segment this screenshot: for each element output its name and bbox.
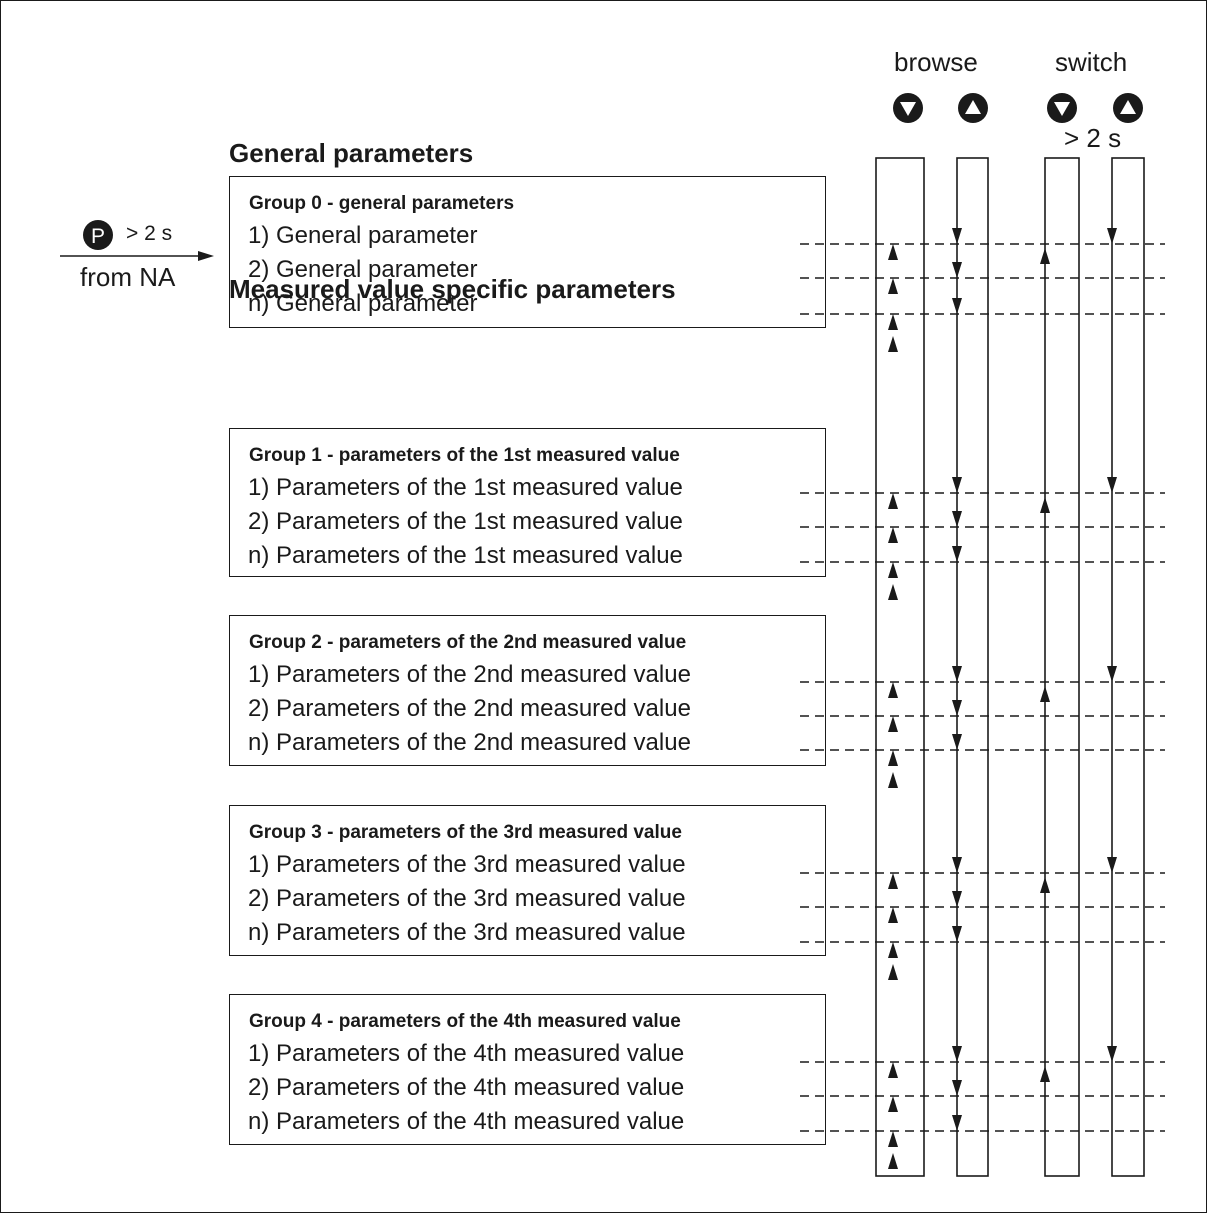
general-parameters-title: General parameters [229,138,474,168]
browse-up-arrow [888,314,898,330]
parameter-item[interactable]: 2) General parameter [248,256,478,283]
group-title-4: Group 4 - parameters of the 4th measured… [249,1011,681,1032]
browse-up-arrow [888,562,898,578]
parameter-item[interactable]: 2) Parameters of the 1st measured value [248,508,683,535]
switch-down-arrow [1107,1046,1117,1062]
parameter-item[interactable]: 2) Parameters of the 2nd measured value [248,695,691,722]
down-arrow-icon [1054,102,1070,116]
switch-hold-label: > 2 s [1064,123,1122,153]
browse-up-arrow [888,942,898,958]
browse-down-arrow [952,1046,962,1062]
browse-down-arrow [952,262,962,278]
switch-down-button[interactable] [1047,93,1077,123]
parameter-item[interactable]: 1) Parameters of the 4th measured value [248,1040,685,1067]
browse-up-arrow [888,907,898,923]
switch-up-arrow [1040,877,1050,893]
browse-up-arrow [888,1062,898,1078]
browse-up-arrow [888,278,898,294]
browse-up-arrow [888,873,898,889]
switch-down-arrow [1107,228,1117,244]
parameter-item[interactable]: 1) Parameters of the 2nd measured value [248,661,691,688]
group-title-2: Group 2 - parameters of the 2nd measured… [249,632,687,653]
browse-down-arrow [952,700,962,716]
group-box-2 [229,615,826,766]
parameter-item[interactable]: 1) Parameters of the 1st measured value [248,474,683,501]
browse-down-arrow [952,734,962,750]
browse-up-arrow [888,336,898,352]
browse-down-arrow [952,926,962,942]
measured-parameters-title: Measured value specific parameters [229,274,676,304]
browse-up-arrow [888,716,898,732]
group-box-4 [229,994,826,1145]
group-title-1: Group 1 - parameters of the 1st measured… [249,445,680,466]
parameter-item[interactable]: n) Parameters of the 1st measured value [248,542,683,569]
group-box-0 [229,176,826,328]
switch-up-arrow [1040,1066,1050,1082]
switch-down-arrow [1107,857,1117,873]
loop-path-3 [1111,157,1145,1177]
switch-up-button[interactable] [1113,93,1143,123]
group-title-3: Group 3 - parameters of the 3rd measured… [249,822,682,843]
browse-up-arrow [888,244,898,260]
browse-down-arrow [952,891,962,907]
browse-up-button[interactable] [958,93,988,123]
browse-down-arrow [952,477,962,493]
browse-up-arrow [888,1096,898,1112]
switch-down-arrow [1107,477,1117,493]
up-arrow-icon [1120,100,1136,114]
parameter-item[interactable]: n) Parameters of the 2nd measured value [248,729,691,756]
browse-up-arrow [888,964,898,980]
group-box-3 [229,805,826,956]
switch-up-arrow [1040,248,1050,264]
loop-path-2 [1044,157,1080,1177]
browse-up-arrow [888,750,898,766]
parameter-item[interactable]: n) Parameters of the 4th measured value [248,1108,685,1135]
browse-up-arrow [888,584,898,600]
browse-down-arrow [952,666,962,682]
browse-down-arrow [952,1115,962,1131]
browse-down-arrow [952,857,962,873]
parameter-item[interactable]: 1) Parameters of the 3rd measured value [248,851,686,878]
entry-hold-label: > 2 s [126,222,173,245]
p-key-glyph: P [91,225,105,248]
parameter-item[interactable]: 2) Parameters of the 4th measured value [248,1074,685,1101]
browse-down-button[interactable] [893,93,923,123]
switch-up-arrow [1040,686,1050,702]
browse-up-arrow [888,527,898,543]
parameter-item[interactable]: 2) Parameters of the 3rd measured value [248,885,686,912]
browse-down-arrow [952,546,962,562]
group-box-1 [229,428,826,577]
p-key-icon [83,220,113,250]
down-arrow-icon [900,102,916,116]
browse-down-arrow [952,298,962,314]
parameter-item[interactable]: 1) General parameter [248,222,478,249]
up-arrow-icon [965,100,981,114]
browse-down-arrow [952,511,962,527]
browse-down-arrow [952,228,962,244]
browse-up-arrow [888,682,898,698]
loop-path-0 [875,157,925,1177]
switch-down-arrow [1107,666,1117,682]
browse-up-arrow [888,493,898,509]
browse-up-arrow [888,772,898,788]
switch-label: switch [1055,47,1128,77]
switch-up-arrow [1040,497,1050,513]
browse-label: browse [894,47,978,77]
browse-up-arrow [888,1131,898,1147]
entry-from-label: from NA [80,262,176,292]
entry-arrow-head [198,251,214,261]
browse-down-arrow [952,1080,962,1096]
browse-up-arrow [888,1153,898,1169]
group-title-0: Group 0 - general parameters [249,193,515,214]
parameter-item[interactable]: n) General parameter [248,290,478,317]
parameter-item[interactable]: n) Parameters of the 3rd measured value [248,919,686,946]
